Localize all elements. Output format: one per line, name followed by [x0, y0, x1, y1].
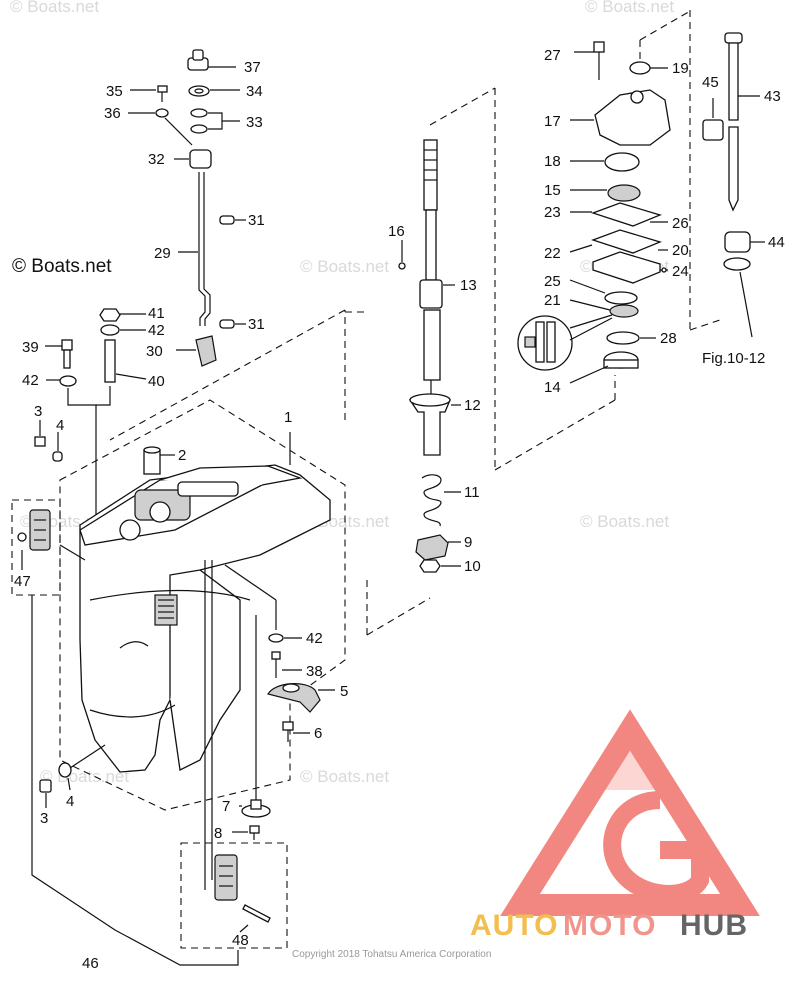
automotohub-logo: AUTO MOTO HUB [470, 709, 760, 942]
callout-labels: 37 34 35 36 33 32 31 29 41 42 31 39 30 4… [14, 47, 785, 972]
callout-13: 13 [460, 277, 477, 294]
watermark: © Boats.net [10, 0, 99, 16]
bushing-2 [143, 446, 175, 475]
lower-parts [180, 615, 288, 949]
water-pump-group [517, 9, 765, 384]
callout-42: 42 [148, 322, 165, 339]
callout-41: 41 [148, 305, 165, 322]
gear-case-housing [59, 309, 346, 890]
callout-8: 8 [214, 825, 222, 842]
callout-42: 42 [306, 630, 323, 647]
callout-4: 4 [66, 793, 74, 810]
callout-9: 9 [464, 534, 472, 551]
callout-33: 33 [246, 114, 263, 131]
callout-3: 3 [40, 810, 48, 827]
logo-text-moto: MOTO [563, 909, 656, 942]
callout-37: 37 [244, 59, 261, 76]
callout-24: 24 [672, 263, 689, 280]
callout-5: 5 [340, 683, 348, 700]
callout-47: 47 [14, 573, 31, 590]
figure-reference: Fig.10-12 [702, 350, 765, 367]
callout-21: 21 [544, 292, 561, 309]
callout-2: 2 [178, 447, 186, 464]
callout-20: 20 [672, 242, 689, 259]
callout-22: 22 [544, 245, 561, 262]
callout-4: 4 [56, 417, 64, 434]
impeller-parts [224, 564, 335, 742]
bolt-group [45, 308, 147, 540]
callout-34: 34 [246, 83, 263, 100]
screws-lower [39, 744, 106, 808]
callout-25: 25 [544, 273, 561, 290]
callout-31: 31 [248, 212, 265, 229]
callout-44: 44 [768, 234, 785, 251]
callout-31: 31 [248, 316, 265, 333]
callout-15: 15 [544, 182, 561, 199]
callout-30: 30 [146, 343, 163, 360]
callout-16: 16 [388, 223, 405, 240]
callout-10: 10 [464, 558, 481, 575]
copyright-text: Copyright 2018 Tohatsu America Corporati… [292, 949, 491, 960]
callout-36: 36 [104, 105, 121, 122]
callout-35: 35 [106, 83, 123, 100]
callout-17: 17 [544, 113, 561, 130]
watermark: © Boats.net [580, 512, 669, 531]
callout-43: 43 [764, 88, 781, 105]
callout-45: 45 [702, 74, 719, 91]
side-cover-47 [11, 499, 239, 966]
callout-19: 19 [672, 60, 689, 77]
callout-28: 28 [660, 330, 677, 347]
callout-12: 12 [464, 397, 481, 414]
callout-3: 3 [34, 403, 42, 420]
callout-18: 18 [544, 153, 561, 170]
callout-6: 6 [314, 725, 322, 742]
watermark: © Boats.net [300, 257, 389, 276]
callout-14: 14 [544, 379, 561, 396]
callout-38: 38 [306, 663, 323, 680]
callout-1: 1 [284, 409, 292, 426]
callout-39: 39 [22, 339, 39, 356]
callout-48: 48 [232, 932, 249, 949]
callout-11: 11 [464, 484, 480, 501]
callout-46: 46 [82, 955, 99, 972]
callout-7: 7 [222, 798, 230, 815]
callout-23: 23 [544, 204, 561, 221]
callout-40: 40 [148, 373, 165, 390]
main-watermark: © Boats.net [12, 256, 112, 277]
callout-29: 29 [154, 245, 171, 262]
screws-upper [34, 420, 63, 462]
watermark: © Boats.net [585, 0, 674, 16]
drive-shaft-stack [345, 87, 616, 636]
callout-42: 42 [22, 372, 39, 389]
callout-26: 26 [672, 215, 689, 232]
callout-27: 27 [544, 47, 561, 64]
logo-text-hub: HUB [680, 909, 748, 942]
callout-32: 32 [148, 151, 165, 168]
watermark: © Boats.net [300, 767, 389, 786]
logo-text-auto: AUTO [470, 909, 558, 942]
watermark: © Boats.net [40, 767, 129, 786]
shift-rod-group [128, 49, 246, 367]
